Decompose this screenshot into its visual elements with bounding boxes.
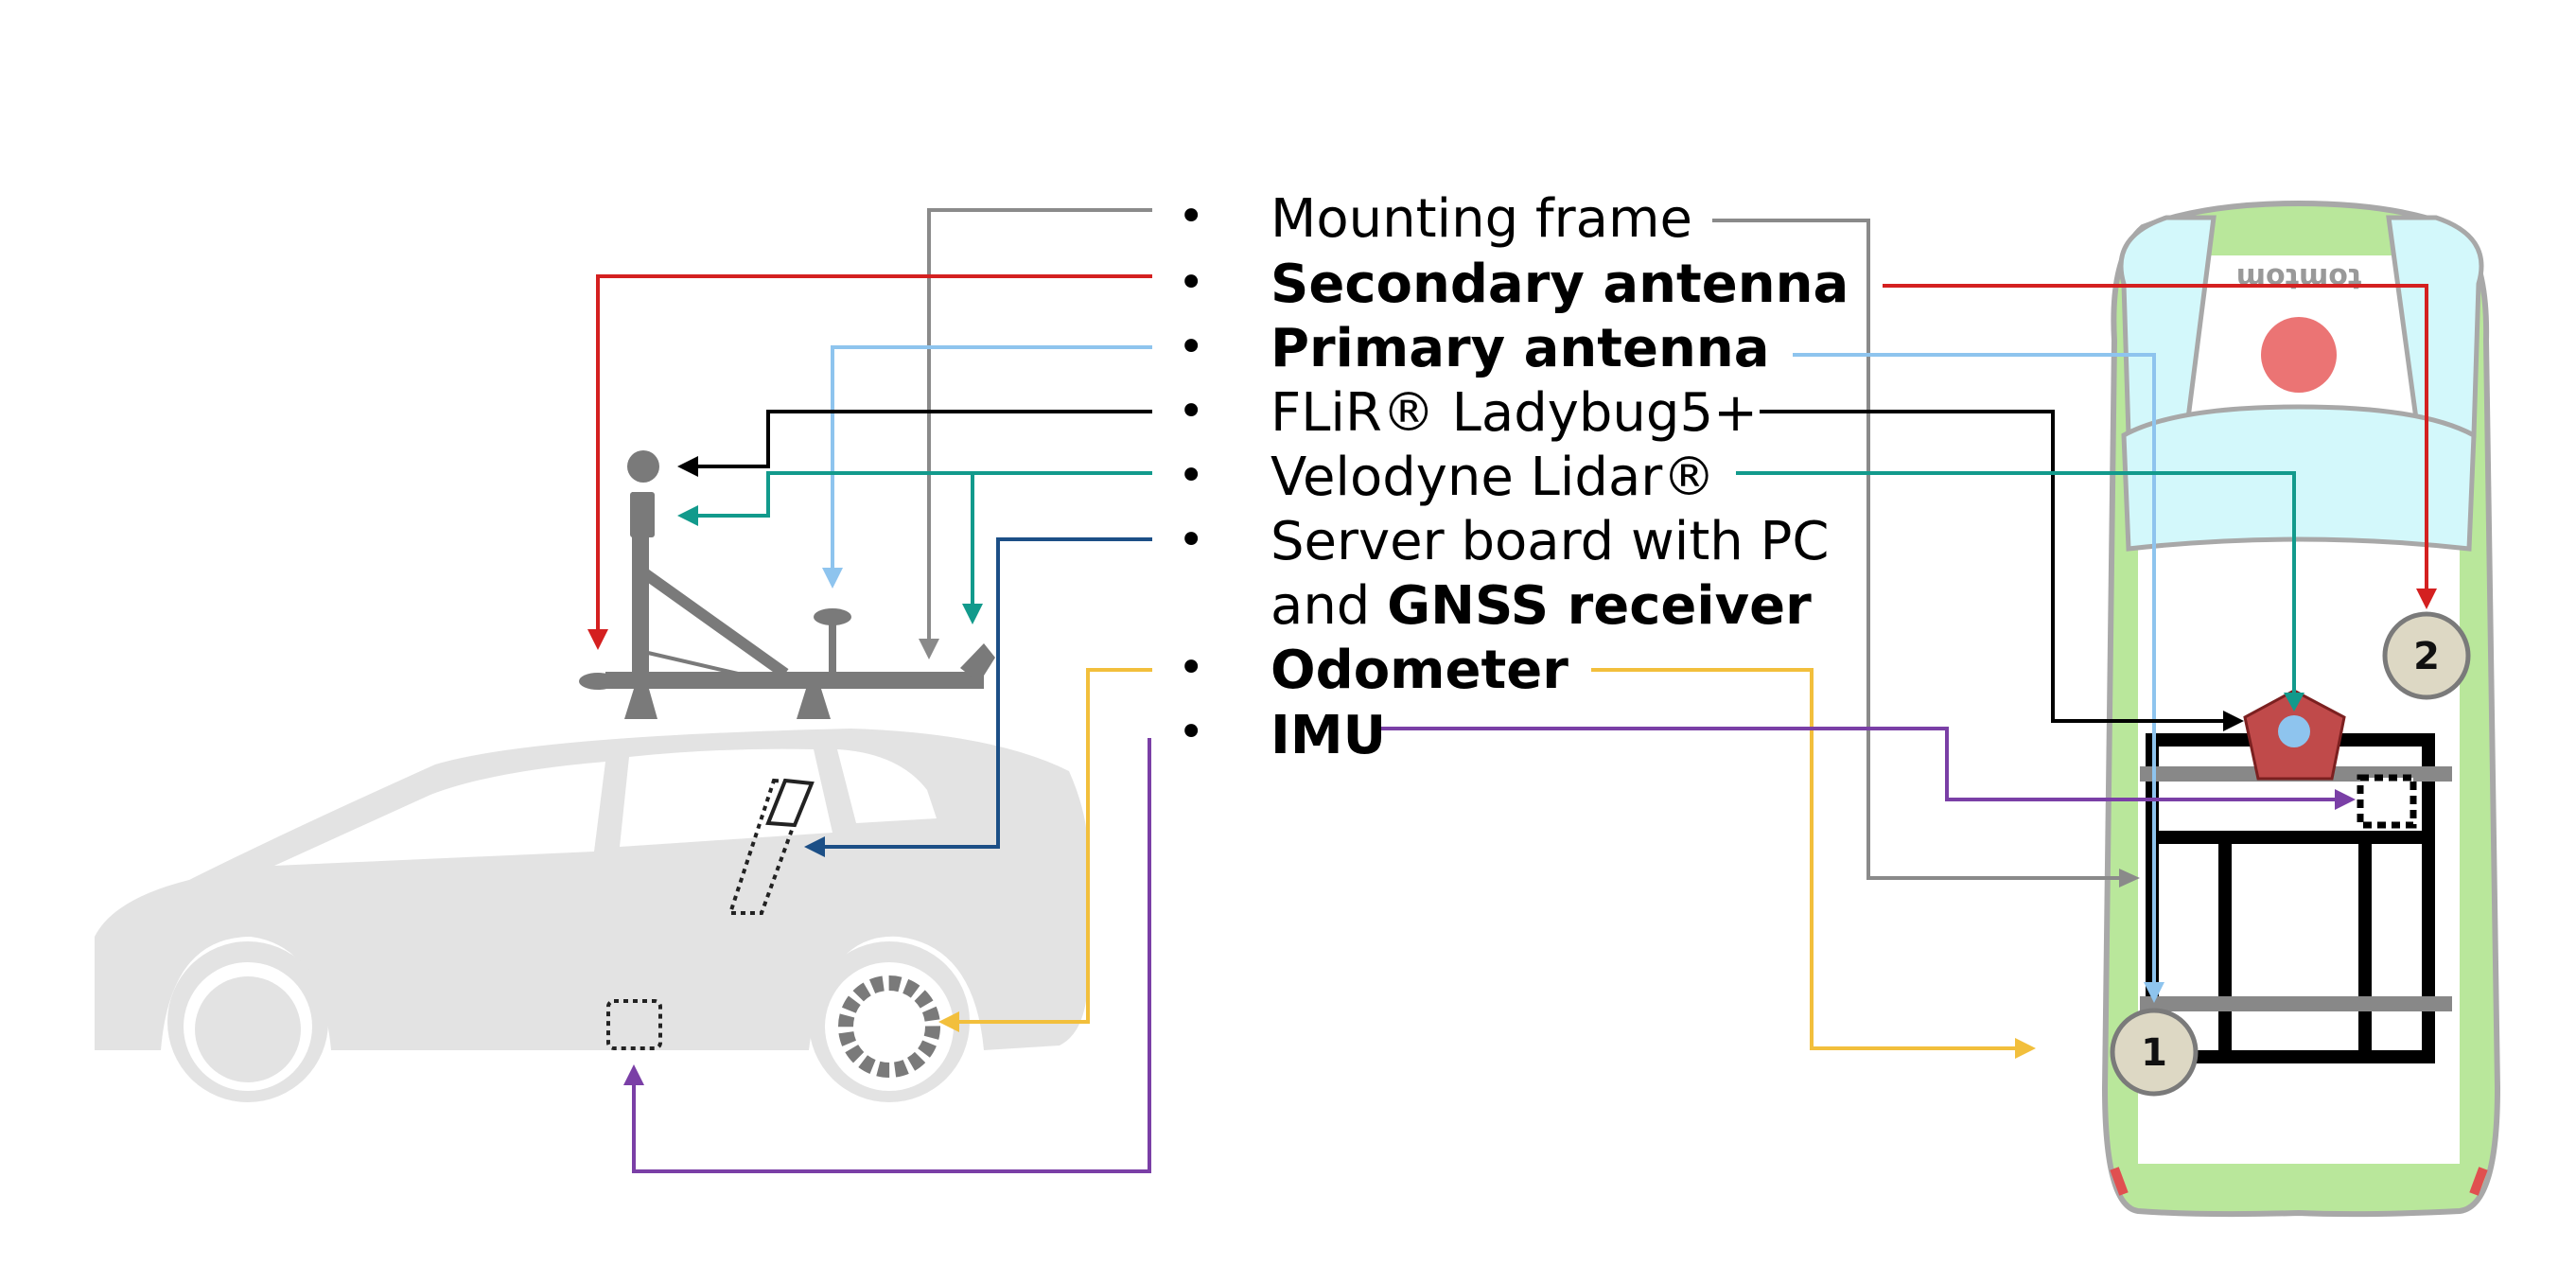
car-side-body <box>95 729 1088 1050</box>
lidar-icon <box>630 492 655 537</box>
imu-line-right <box>1376 727 2335 801</box>
mount-mast <box>632 492 649 681</box>
roof-logo-icon <box>2261 317 2337 393</box>
ladybug-arrow-left <box>677 456 698 477</box>
primary-antenna-top <box>2110 1008 2199 1097</box>
car-top-windshield <box>2121 404 2477 552</box>
imu-arrow-left <box>623 1064 644 1085</box>
lidar-line-right <box>1736 471 2296 695</box>
mount-base-bar <box>605 672 984 689</box>
imu-arrow-right <box>2335 789 2356 810</box>
rack-gray-bar-bottom <box>2140 996 2452 1011</box>
server-arrow <box>804 836 825 857</box>
mounting-frame-arrow-right <box>2119 869 2140 887</box>
car-side-back-window <box>837 749 937 823</box>
mount-foot-left <box>624 689 657 719</box>
mounting-frame-arrow-left <box>919 639 939 659</box>
label-lidar: Velodyne Lidar® <box>1270 447 1715 508</box>
secondary-antenna-top <box>2382 611 2471 700</box>
bullet: • <box>1178 385 1204 438</box>
antenna-2-label: 2 <box>2413 635 2440 678</box>
primary-antenna-arrow-left <box>822 568 843 589</box>
bullet: • <box>1178 449 1204 502</box>
car-top-front-shield-r <box>2386 215 2484 438</box>
primary-antenna-post <box>829 617 836 674</box>
ladybug-top-icon <box>2278 715 2310 747</box>
lidar-line-left <box>695 471 1152 518</box>
odometer-line-left <box>957 668 1152 1024</box>
imu-top-marker <box>2357 774 2417 829</box>
roof-logo-text: tomtom <box>2236 261 2361 294</box>
lidar-arrow-right <box>2284 693 2304 712</box>
label-server-line2: and GNSS receiver <box>1270 575 1812 637</box>
primary-antenna-line-right <box>1793 353 2156 984</box>
label-mounting-frame: Mounting frame <box>1270 188 1692 250</box>
label-server-and: and <box>1270 575 1387 637</box>
component-list: • Mounting frame • Secondary antenna • P… <box>1178 188 1849 766</box>
bullet: • <box>1178 321 1204 374</box>
imu-line-left <box>632 738 1151 1173</box>
server-line <box>823 537 1152 849</box>
top-view-car: tomtom 1 2 <box>2101 200 2501 1218</box>
mounting-frame-line-right <box>1712 219 2119 880</box>
ladybug-line-right <box>1760 410 2223 723</box>
mount-strut-thin <box>647 651 739 676</box>
mount-end-bracket <box>960 643 995 683</box>
mount-strut <box>640 568 789 678</box>
ladybug-line-left <box>695 410 1152 468</box>
odometer-arrow-right <box>2015 1038 2036 1059</box>
lidar-arrow-left <box>677 505 698 526</box>
imu-marker <box>606 999 662 1050</box>
secondary-antenna-line-right <box>1883 284 2428 591</box>
car-top-front-shield <box>2118 215 2217 438</box>
car-top-rear-lights <box>2110 1167 2488 1196</box>
bullet: • <box>1178 514 1204 567</box>
label-ladybug: FLiR® Ladybug5+ <box>1270 382 1758 444</box>
mount-foot-right <box>797 689 831 719</box>
bullet: • <box>1178 706 1204 759</box>
primary-antenna-line-left <box>831 345 1152 568</box>
secondary-antenna-icon <box>579 673 617 690</box>
label-gnss-receiver: GNSS receiver <box>1387 575 1812 637</box>
primary-antenna-arrow-right <box>2144 982 2164 1003</box>
odometer-line-right <box>1591 668 2015 1050</box>
bullet: • <box>1178 190 1204 243</box>
roof-mount-side <box>579 450 995 719</box>
ladybug-camera-icon <box>627 450 659 483</box>
secondary-antenna-arrow-right <box>2416 589 2437 609</box>
label-imu: IMU <box>1270 705 1386 766</box>
label-primary-antenna: Primary antenna <box>1270 318 1770 379</box>
odometer-gear <box>838 975 940 1078</box>
mounting-frame-line-left <box>927 208 1152 645</box>
secondary-antenna-line-left <box>596 274 1152 632</box>
connector-lines <box>587 208 2437 1173</box>
side-view-car <box>95 729 1088 1102</box>
secondary-antenna-arrow-left <box>587 629 608 650</box>
odometer-arrow-left <box>938 1011 959 1032</box>
label-server-line1: Server board with PC <box>1270 511 1829 572</box>
ladybug-arrow-right <box>2223 711 2244 731</box>
front-wheel-hub <box>195 976 301 1082</box>
antenna-1-label: 1 <box>2141 1031 2167 1075</box>
label-odometer: Odometer <box>1270 640 1568 701</box>
bullet: • <box>1178 641 1204 694</box>
server-board-top <box>765 778 815 828</box>
label-secondary-antenna: Secondary antenna <box>1270 254 1849 315</box>
car-side-front-window <box>274 762 605 866</box>
lidar-arrow-drop <box>962 604 983 624</box>
bullet: • <box>1178 256 1204 309</box>
